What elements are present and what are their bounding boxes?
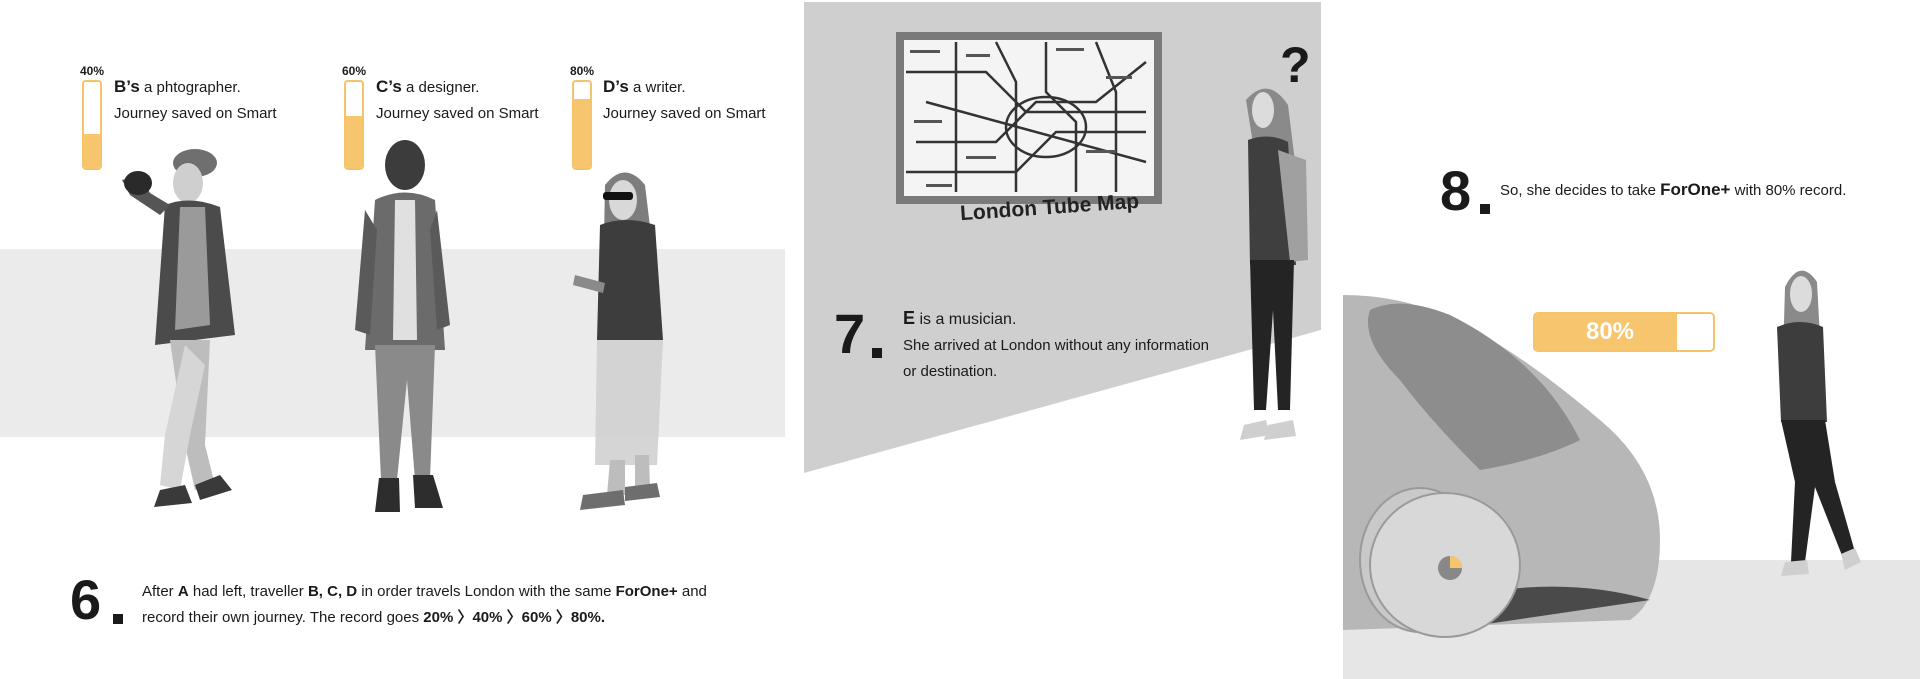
traveller-e-role: is a musician. (915, 311, 1017, 328)
traveller-d-text: D’s a writer. Journey saved on Smart (603, 74, 766, 127)
record-bar: 80% (1533, 312, 1715, 352)
caption-product-name: ForOne+ (1660, 180, 1731, 199)
meter-c (344, 80, 364, 170)
traveller-e-name: E (903, 308, 916, 328)
question-mark: ? (1280, 37, 1311, 93)
traveller-c-apostrophe: ’s (388, 77, 402, 96)
traveller-b-apostrophe: ’s (126, 77, 140, 96)
meter-d (572, 80, 592, 170)
panel-step-7: London Tube Map ? 7 E is a musician. She… (800, 0, 1330, 679)
traveller-d-apostrophe: ’s (615, 77, 629, 96)
traveller-e-description: She arrived at London without any inform… (903, 337, 1210, 354)
record-bar-fill (1535, 314, 1678, 350)
step-6-number: 6 (70, 568, 102, 631)
designer-figure (355, 140, 450, 512)
meter-d-fill (574, 99, 590, 168)
step-8-number: 8 (1440, 159, 1472, 222)
meter-b (82, 80, 102, 170)
tube-map-board (896, 32, 1162, 204)
writer-figure (573, 172, 663, 510)
traveller-c-role: a designer. (401, 79, 480, 96)
caption-text: with 80% record. (1730, 182, 1847, 199)
traveller-c-name: C (376, 77, 389, 96)
traveller-d-role: a writer. (628, 79, 686, 96)
step-6-caption: After A had left, traveller B, C, D in o… (142, 579, 782, 631)
step-8-dot (1480, 204, 1490, 214)
caption-text: in order travels London with the same (357, 583, 616, 600)
meter-c-percent: 60% (342, 64, 367, 78)
traveller-b-journey: Journey saved on Smart (114, 105, 277, 122)
caption-record-progression: 20% 〉40% 〉60% 〉80%. (423, 609, 606, 626)
traveller-b-name: B (114, 77, 127, 96)
caption-traveller-a: A (177, 583, 189, 600)
traveller-d-journey: Journey saved on Smart (603, 105, 766, 122)
caption-text: After (142, 583, 178, 600)
panel-step-8: 8 So, she decides to take ForOne+ with 8… (1330, 0, 1920, 679)
step-7-caption: E is a musician. She arrived at London w… (903, 305, 1233, 385)
meter-b-fill (84, 133, 100, 168)
meter-b-percent: 40% (80, 64, 105, 78)
caption-text: record their own journey. The record goe… (142, 609, 424, 626)
step-7-number: 7 (834, 302, 866, 365)
musician-figure (1240, 88, 1308, 440)
traveller-d-name: D (603, 77, 616, 96)
step-6-dot (113, 614, 123, 624)
traveller-c-journey: Journey saved on Smart (376, 105, 539, 122)
caption-text: So, she decides to take (1500, 182, 1661, 199)
caption-travellers-bcd: B, C, D (307, 583, 358, 600)
caption-product-name: ForOne+ (615, 583, 678, 600)
record-bar-label: 80% (1585, 318, 1635, 345)
meter-d-percent: 80% (570, 64, 595, 78)
step-7-dot (872, 348, 882, 358)
traveller-c-text: C’s a designer. Journey saved on Smart (376, 74, 539, 127)
photographer-figure (122, 149, 235, 507)
traveller-b-text: B’s a phtographer. Journey saved on Smar… (114, 74, 277, 127)
traveller-e-description-cont: or destination. (903, 363, 998, 380)
caption-text: had left, traveller (188, 583, 308, 600)
walking-woman-figure (1777, 270, 1861, 576)
traveller-b-role: a phtographer. (139, 79, 241, 96)
meter-c-fill (346, 116, 362, 168)
caption-text: and (677, 583, 707, 600)
ground-and-car (1343, 295, 1920, 679)
panel-step-6: 40% 60% 80% B’s a phtographer. Journey s… (0, 0, 790, 679)
step-8-caption: So, she decides to take ForOne+ with 80%… (1500, 177, 1846, 204)
